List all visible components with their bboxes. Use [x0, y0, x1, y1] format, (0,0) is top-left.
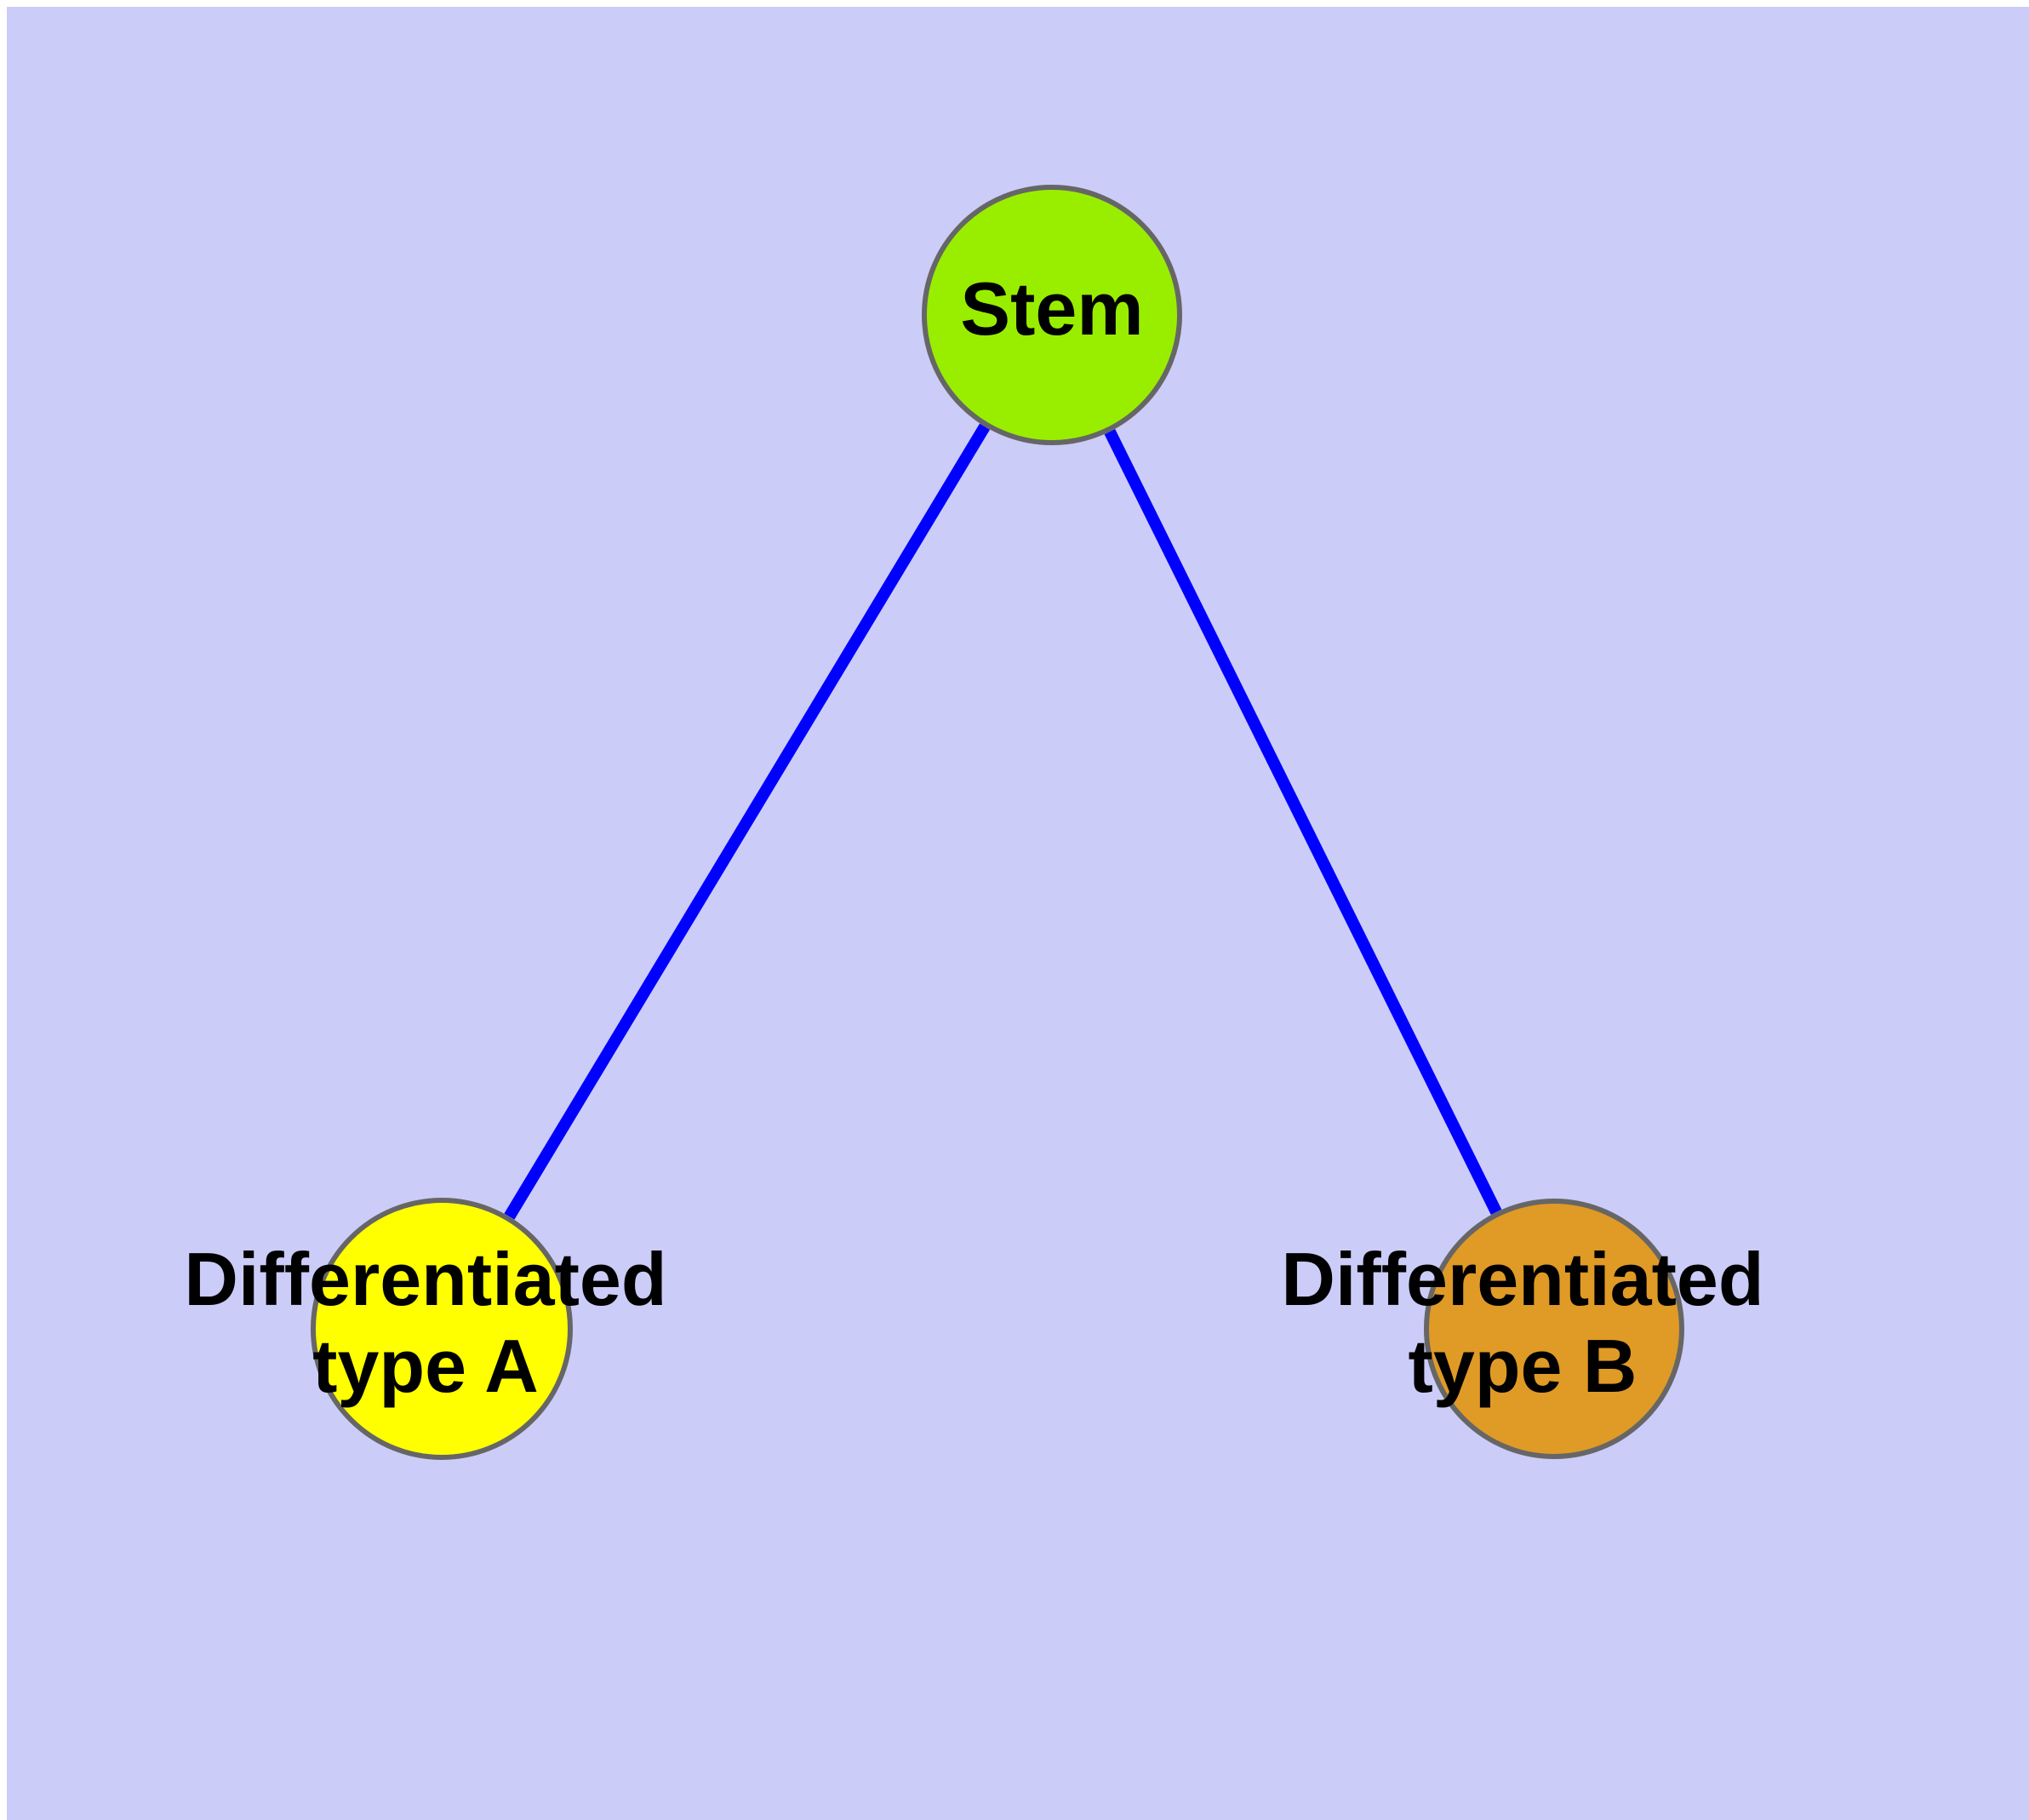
graph-node-label-stem: Stem	[960, 266, 1143, 351]
nodes-layer	[311, 185, 1684, 1460]
graph-node-label-line: Differentiated	[1281, 1237, 1763, 1321]
graph-node-label-line: Differentiated	[184, 1237, 666, 1321]
graph-edge-stem-to-diff-b[interactable]	[1104, 428, 1502, 1216]
graph-node-diff-a[interactable]	[311, 1198, 573, 1460]
graph-node-label-line: Stem	[960, 266, 1143, 351]
graph-node-label-line: type A	[312, 1324, 539, 1408]
graph-node-label-line: type B	[1409, 1324, 1637, 1408]
graph-node-diff-b[interactable]	[1424, 1199, 1684, 1459]
edges-layer	[504, 423, 1502, 1220]
graph-node-stem[interactable]	[922, 185, 1182, 445]
graph-edge-stem-to-diff-a[interactable]	[504, 423, 991, 1220]
